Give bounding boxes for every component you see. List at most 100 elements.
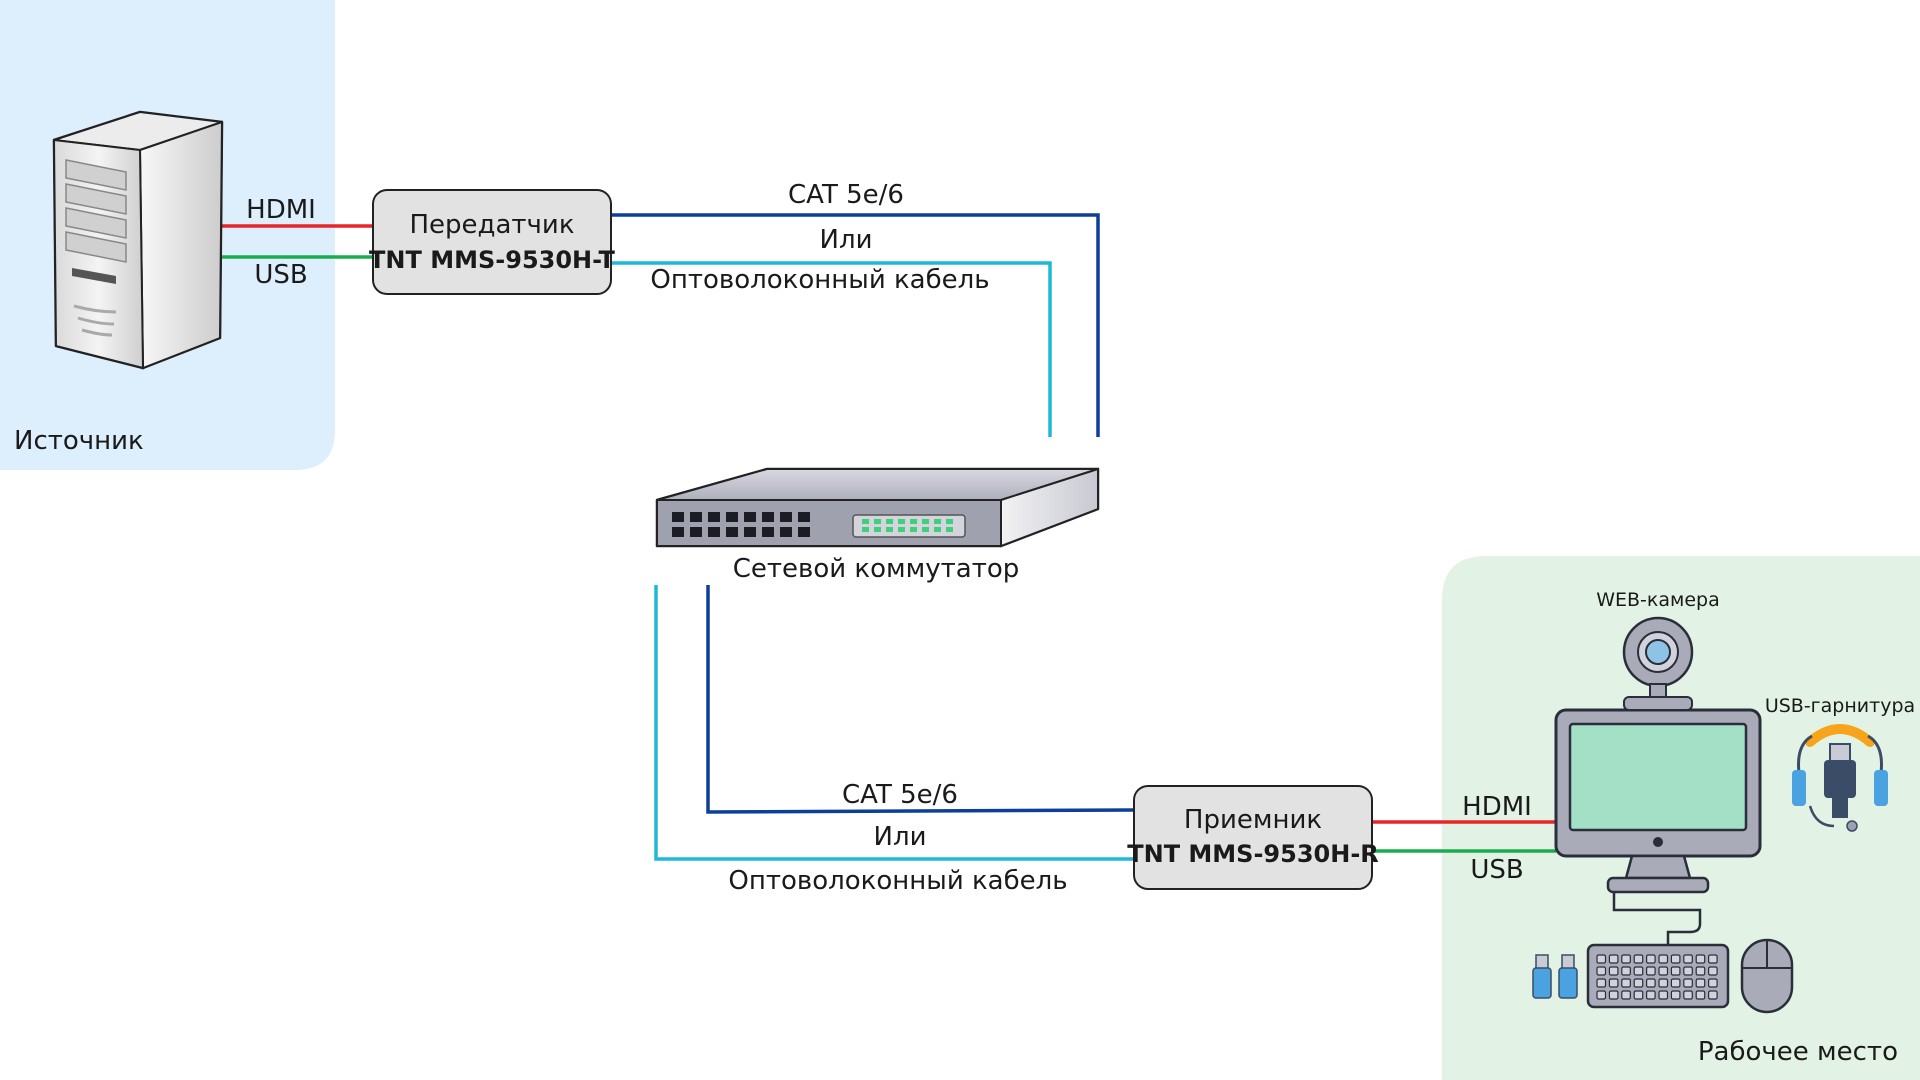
workplace-usb-label: USB <box>1470 855 1523 885</box>
keyboard-key <box>1645 990 1656 1000</box>
keyboard-key <box>1707 954 1718 964</box>
keyboard-key <box>1621 978 1631 988</box>
workplace-hdmi-label: HDMI <box>1462 792 1532 822</box>
keyboard-key <box>1621 966 1631 976</box>
source-hdmi-label: HDMI <box>246 195 316 225</box>
cat-cable-top <box>611 213 1100 437</box>
top-fiber-label: Оптоволоконный кабель <box>650 265 989 295</box>
switch-port <box>762 527 774 537</box>
switch-port <box>780 512 792 522</box>
source-usb-label: USB <box>254 260 307 290</box>
keyboard-key <box>1608 990 1619 1000</box>
keyboard-key <box>1707 978 1718 988</box>
switch-led <box>874 527 881 532</box>
switch-port <box>708 512 720 522</box>
transmitter-title: Передатчик <box>409 210 574 240</box>
cat-cable-bottom <box>706 585 1135 814</box>
switch-port <box>726 512 738 522</box>
keyboard-key <box>1596 990 1607 1000</box>
keyboard-key <box>1683 954 1693 964</box>
webcam-icon <box>1622 616 1694 711</box>
switch-label: Сетевой коммутатор <box>733 554 1020 584</box>
receiver-title: Приемник <box>1184 805 1322 835</box>
keyboard-key <box>1670 954 1681 964</box>
headset-label: USB-гарнитура <box>1765 695 1915 717</box>
workplace-zone-label: Рабочее место <box>1698 1037 1898 1067</box>
switch-port <box>708 527 720 537</box>
switch-led <box>922 519 929 524</box>
keyboard-key <box>1707 966 1718 976</box>
bottom-or-label: Или <box>874 822 927 852</box>
switch-led <box>946 527 953 532</box>
keyboard-key <box>1658 990 1669 1000</box>
switch-led <box>898 527 905 532</box>
keyboard-key <box>1633 954 1644 964</box>
keyboard-key <box>1596 966 1607 976</box>
switch-port <box>744 527 756 537</box>
webcam-label: WEB-камера <box>1596 589 1720 611</box>
switch-port <box>780 527 792 537</box>
fiber-cable-bottom <box>654 585 1134 861</box>
switch-port <box>798 527 810 537</box>
switch-port <box>690 512 702 522</box>
switch-port <box>690 527 702 537</box>
transmitter-box <box>372 189 612 295</box>
switch-led <box>862 527 869 532</box>
switch-led <box>934 519 941 524</box>
server-tower-icon <box>52 110 224 370</box>
keyboard-key <box>1633 978 1644 988</box>
top-or-label: Или <box>820 225 873 255</box>
keyboard-key <box>1608 978 1619 988</box>
keyboard-key <box>1658 966 1669 976</box>
keyboard-key <box>1683 990 1693 1000</box>
keyboard-key <box>1670 966 1681 976</box>
keyboard-key <box>1645 954 1656 964</box>
keyboard-key <box>1633 966 1644 976</box>
keyboard-key <box>1621 954 1631 964</box>
transmitter-model: TNT MMS-9530H-T <box>369 246 616 274</box>
keyboard-key <box>1621 990 1631 1000</box>
keyboard-key <box>1645 966 1656 976</box>
switch-port <box>798 512 810 522</box>
fiber-cable-top <box>611 261 1052 437</box>
top-cat-label: CAT 5e/6 <box>788 180 904 210</box>
switch-led <box>886 519 893 524</box>
switch-led <box>886 527 893 532</box>
keyboard-key <box>1695 954 1706 964</box>
keyboard-key <box>1683 966 1693 976</box>
bottom-fiber-label: Оптоволоконный кабель <box>728 866 1067 896</box>
keyboard-key <box>1670 978 1681 988</box>
usb-flash-drive-icon <box>1532 954 1578 999</box>
switch-led <box>862 519 869 524</box>
receiver-model: TNT MMS-9530H-R <box>1127 840 1379 868</box>
switch-led <box>934 527 941 532</box>
switch-led <box>910 527 917 532</box>
switch-led <box>946 519 953 524</box>
keyboard-key <box>1683 978 1693 988</box>
keyboard-key <box>1596 978 1607 988</box>
switch-led <box>922 527 929 532</box>
switch-port <box>726 527 738 537</box>
keyboard-key <box>1633 990 1644 1000</box>
bottom-cat-label: CAT 5e/6 <box>842 780 958 810</box>
switch-led <box>910 519 917 524</box>
keyboard-key <box>1596 954 1607 964</box>
keyboard-key <box>1707 990 1718 1000</box>
cables <box>222 213 1556 861</box>
monitor-icon <box>1554 708 1762 945</box>
switch-port <box>744 512 756 522</box>
mouse-icon <box>1740 938 1794 1014</box>
switch-led <box>874 519 881 524</box>
keyboard-key <box>1645 978 1656 988</box>
switch-led <box>898 519 905 524</box>
keyboard-key <box>1658 954 1669 964</box>
keyboard-key <box>1608 966 1619 976</box>
keyboard-key <box>1658 978 1669 988</box>
source-zone-label: Источник <box>14 426 144 456</box>
usb-headset-icon <box>1792 724 1888 832</box>
keyboard-key <box>1670 990 1681 1000</box>
switch-port <box>672 512 684 522</box>
network-switch-icon <box>655 467 1100 548</box>
keyboard-key <box>1695 990 1706 1000</box>
